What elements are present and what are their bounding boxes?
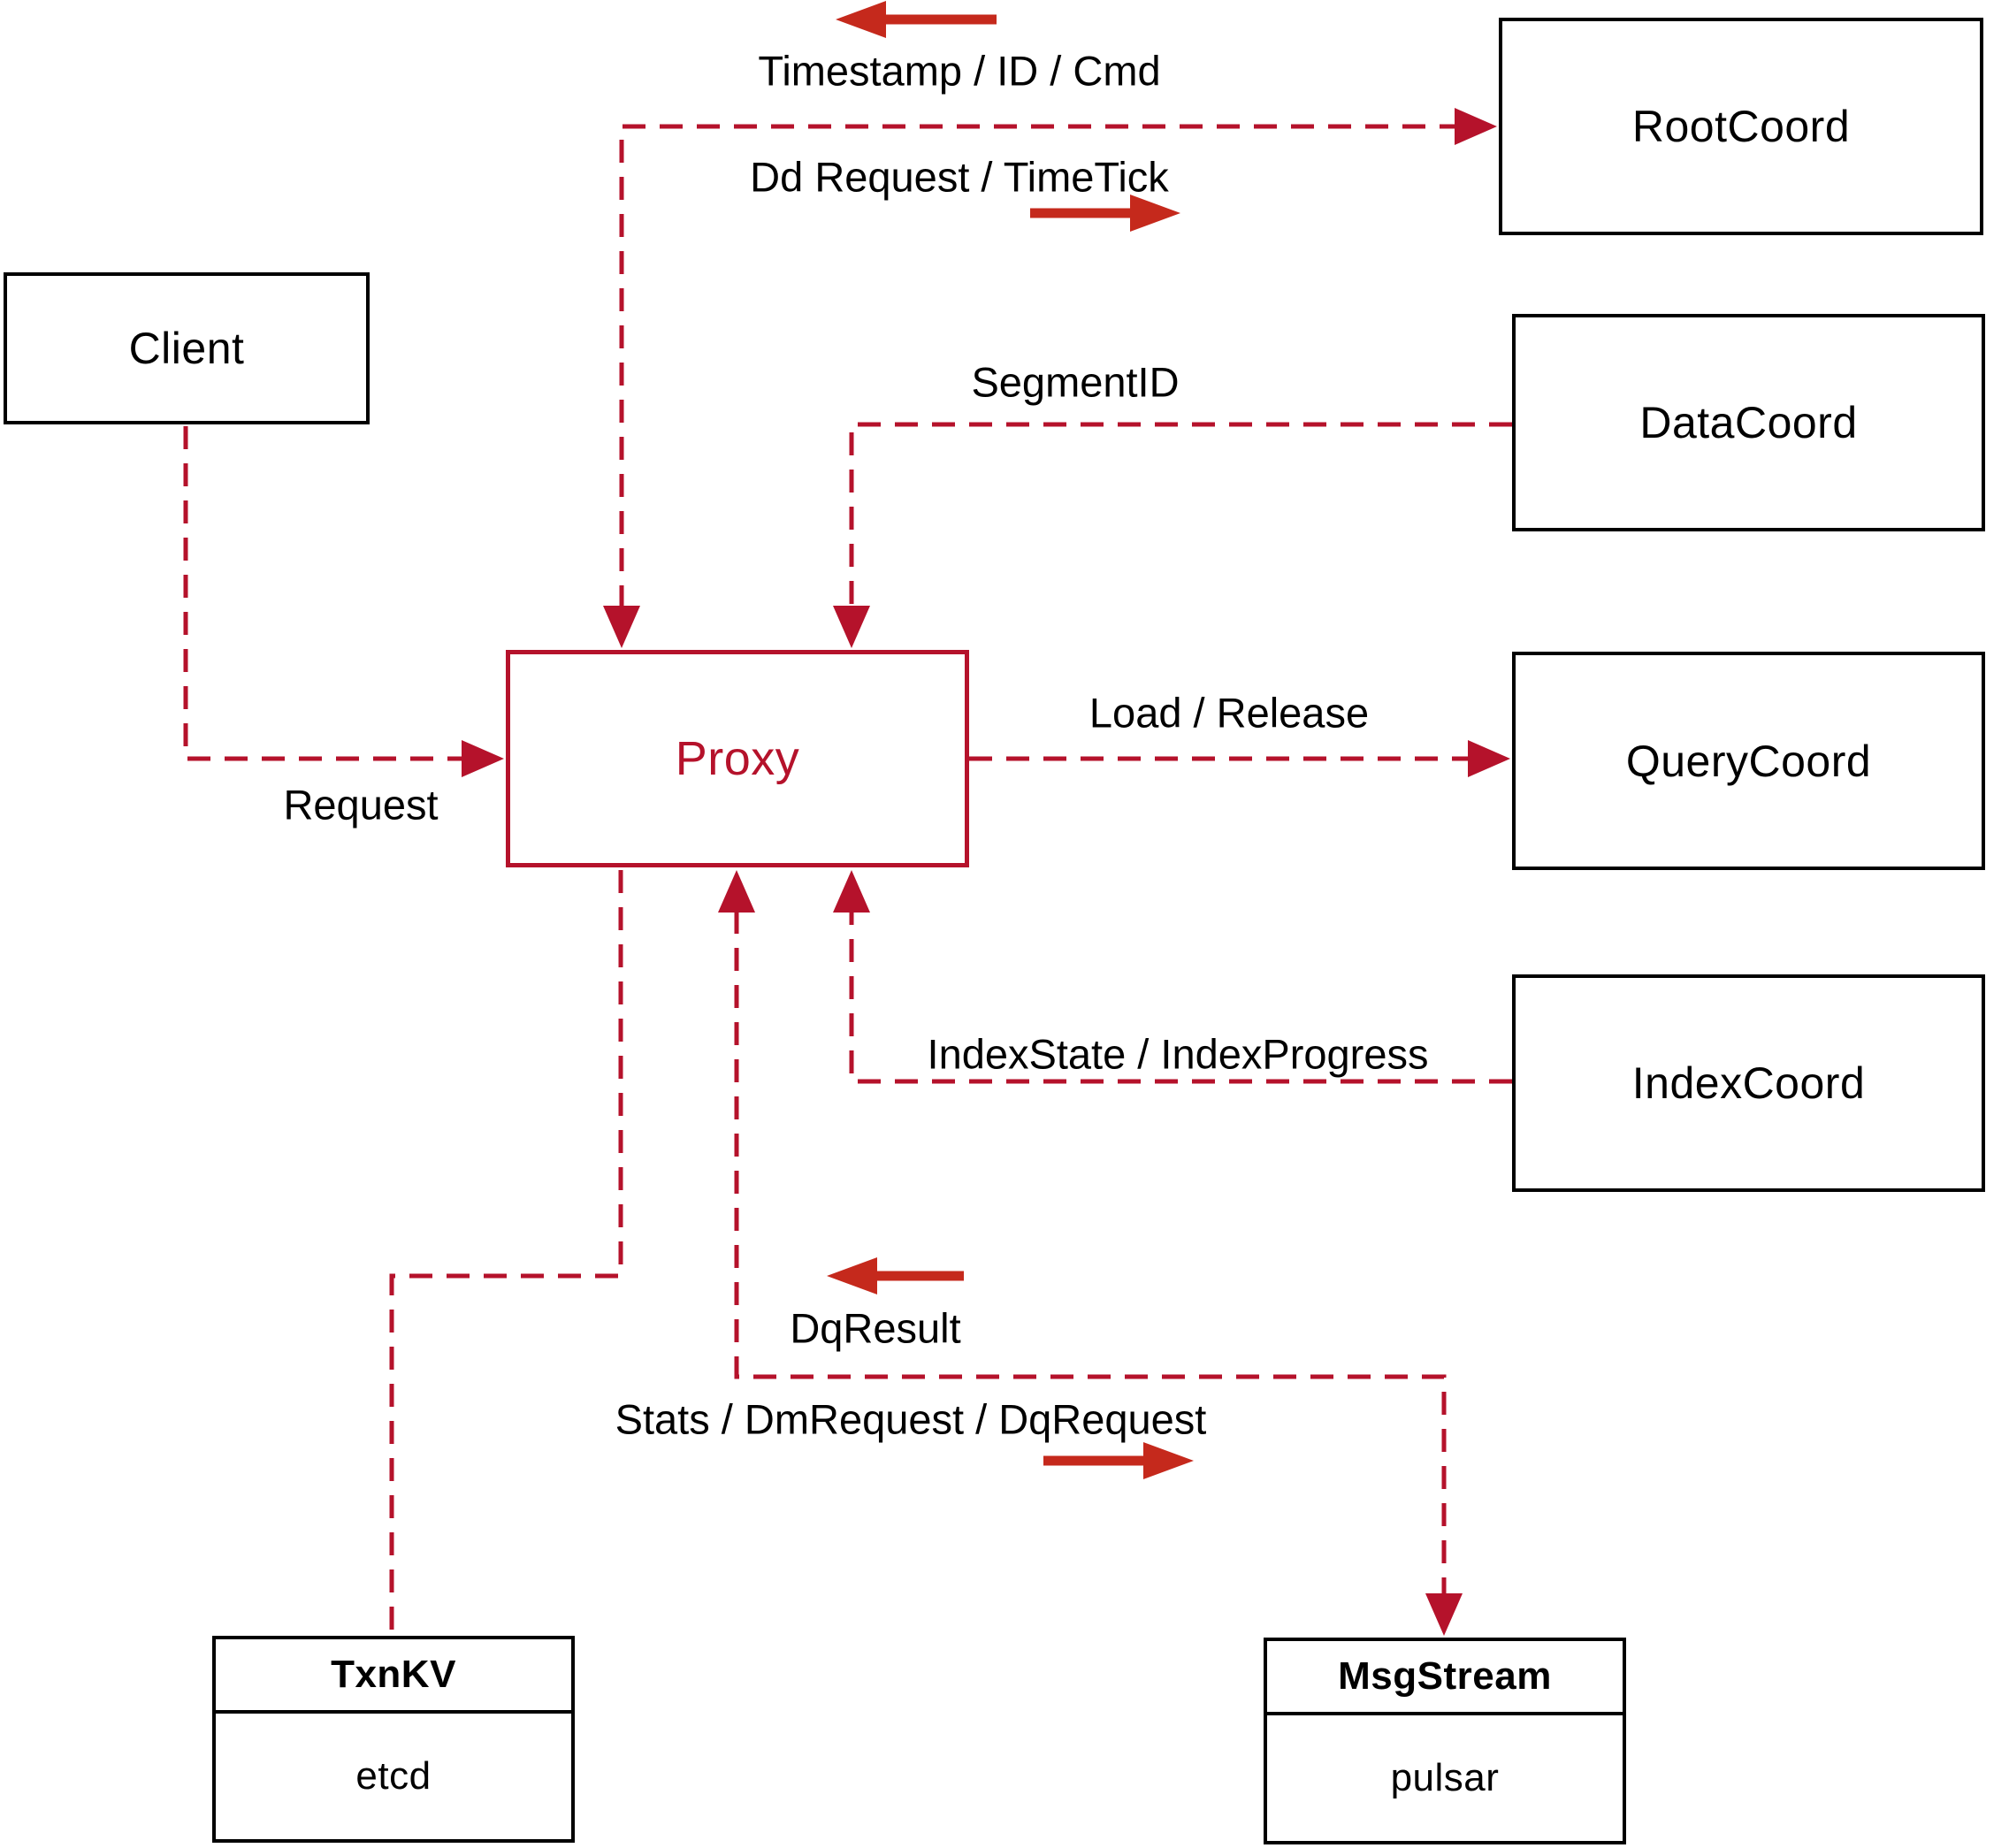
direction-left-arrow-dqresult-icon [827,1257,964,1294]
node-txnkv-impl: etcd [355,1754,432,1798]
node-client-label: Client [128,324,245,373]
node-proxy: Proxy [506,650,969,867]
edge-label-stats-dm-dq-request: Stats / DmRequest / DqRequest [615,1395,1207,1443]
edge-label-timestamp-id-cmd: Timestamp / ID / Cmd [758,47,1161,95]
node-rootcoord: RootCoord [1499,18,1983,235]
wire-datacoord-proxy [849,422,1512,608]
node-datacoord: DataCoord [1512,314,1985,531]
wire-proxy-txnkv [389,870,623,1634]
node-msgstream: MsgStream pulsar [1264,1638,1626,1844]
edge-label-dd-request-timetick: Dd Request / TimeTick [750,153,1169,201]
arrowhead-into-rootcoord-icon [1455,108,1497,145]
node-client: Client [4,272,370,424]
edge-label-index-state-progress: IndexState / IndexProgress [927,1030,1429,1078]
node-querycoord: QueryCoord [1512,652,1985,870]
wire-client-proxy [183,426,464,761]
arrowhead-datacoord-into-proxy-icon [833,606,870,648]
edge-label-segment-id: SegmentID [971,358,1180,406]
node-txnkv-title: TxnKV [216,1639,571,1714]
edge-label-load-release: Load / Release [1089,689,1370,737]
node-querycoord-label: QueryCoord [1625,736,1872,786]
node-rootcoord-label: RootCoord [1631,102,1851,151]
node-proxy-label: Proxy [675,732,800,785]
arrowhead-msgstream-into-proxy-icon [718,870,755,913]
direction-right-arrow-stats-icon [1043,1442,1194,1479]
arrowhead-request-into-proxy-icon [462,740,504,777]
arrowhead-into-msgstream-icon [1425,1593,1463,1636]
direction-right-arrow-ddrequest-icon [1030,195,1180,232]
arrowhead-rootcoord-into-proxy-icon [603,606,640,648]
node-msgstream-impl: pulsar [1390,1756,1500,1799]
node-indexcoord: IndexCoord [1512,974,1985,1192]
node-txnkv: TxnKV etcd [212,1636,575,1843]
arrowhead-into-querycoord-icon [1468,740,1510,777]
edge-label-request: Request [283,781,439,829]
edge-label-dq-result: DqResult [790,1304,961,1352]
node-datacoord-label: DataCoord [1639,398,1858,447]
wire-proxy-msgstream [734,911,1447,1596]
node-indexcoord-label: IndexCoord [1631,1058,1866,1108]
node-msgstream-title: MsgStream [1267,1641,1623,1715]
direction-left-arrow-timestamp-icon [836,1,997,38]
wire-proxy-rootcoord [619,124,1457,608]
arrowhead-indexcoord-into-proxy-icon [833,870,870,913]
